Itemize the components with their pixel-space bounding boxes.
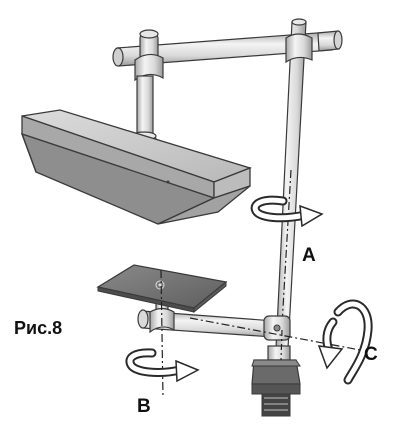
axis-a-lower-line xyxy=(280,329,283,361)
rotation-arrow-b-icon xyxy=(125,348,200,383)
lamp-hanger-joint xyxy=(134,29,164,82)
main-pole xyxy=(275,18,307,349)
axis-b-line xyxy=(160,269,164,399)
crossbar-pole-joint xyxy=(285,33,313,64)
arm-pole-joint xyxy=(263,315,291,341)
axis-label-c: C xyxy=(364,344,378,365)
figure-caption: Рис.8 xyxy=(14,318,63,338)
rotation-arrow-a-icon xyxy=(250,195,324,228)
table-clamp xyxy=(251,345,301,417)
top-crossbar xyxy=(112,31,333,67)
axis-label-a: A xyxy=(302,245,316,266)
lamp-head xyxy=(20,109,252,225)
axis-a-line xyxy=(281,169,292,326)
crossbar-end-cap xyxy=(317,30,343,52)
platform-plate xyxy=(96,264,228,314)
axis-label-b: B xyxy=(137,396,151,417)
rotation-arrow-c-icon xyxy=(317,299,373,385)
